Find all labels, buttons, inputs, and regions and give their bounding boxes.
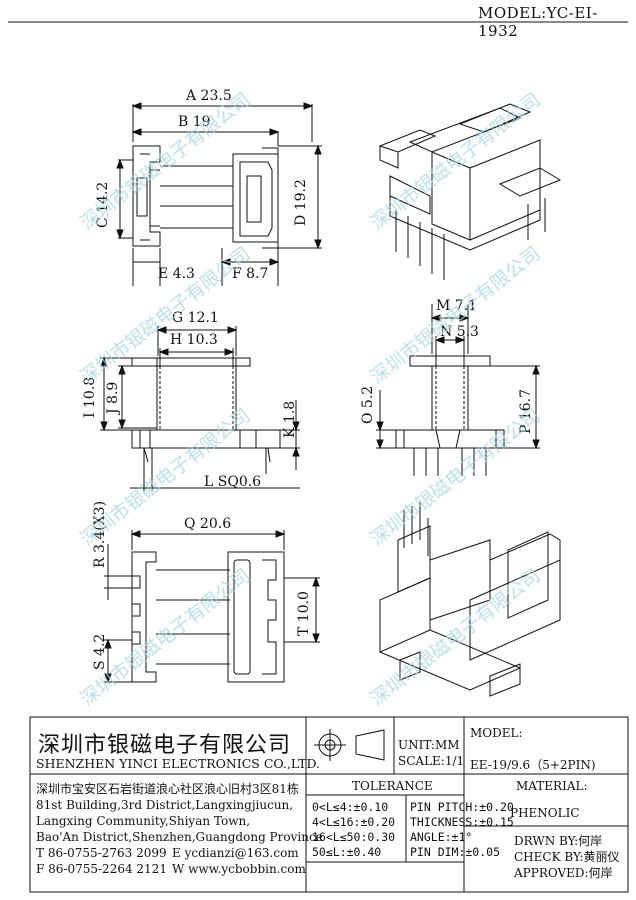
address-line: 深圳市宝安区石岩街道浪心社区浪心旧村3区81栋 (36, 782, 299, 796)
dim-j: J 8.9 (105, 381, 121, 414)
dim-e: E 4.3 (158, 266, 195, 282)
side-view (376, 304, 540, 476)
pin-row: PIN PITCH:±0.20 (410, 800, 514, 814)
dim-k: K 1.8 (282, 400, 298, 438)
bottom-view (104, 530, 320, 684)
dim-t: T 10.0 (296, 591, 312, 636)
dim-m: M 7.1 (436, 298, 478, 314)
pin-row: ANGLE:±1° (410, 830, 473, 844)
dim-o: O 5.2 (360, 385, 376, 424)
tolerance-title: TOLERANCE (352, 779, 433, 793)
fax: F 86-0755-2264 2121 (36, 862, 167, 876)
dim-b: B 19 (178, 114, 211, 130)
tolerance-row: 4<L≤16:±0.20 (312, 815, 396, 829)
model-value: EE-19/9.6（5+2PIN) (470, 758, 596, 772)
tel: T 86-0755-2763 2099 (36, 846, 167, 860)
address-line: Bao'An District,Shenzhen,Guangdong Provi… (36, 830, 323, 844)
dim-l: L SQ0.6 (204, 474, 262, 490)
address-line: 81st Building,3rd District,Langxingjiucu… (36, 798, 294, 812)
material-value: PHENOLIC (510, 806, 580, 820)
address-line: Langxing Community,Shiyan Town, (36, 814, 251, 828)
pin-row: THICKNESS:±0.15 (410, 815, 514, 829)
company-name-cn: 深圳市银磁电子有限公司 (38, 733, 292, 758)
email: E ycdianzi@163.com (172, 846, 299, 860)
scale-label: SCALE:1/1 (398, 754, 465, 768)
dim-d: D 19.2 (293, 179, 309, 226)
dim-a: A 23.5 (186, 88, 232, 104)
top-view (116, 102, 322, 286)
website: W www.ycbobbin.com (172, 862, 306, 876)
tolerance-row: 0<L≤4:±0.10 (312, 800, 389, 814)
material-label: MATERIAL: (516, 779, 588, 793)
drawn-by: DRWN BY:何岸 (514, 834, 603, 848)
tolerance-row: 50≤L:±0.40 (312, 845, 382, 859)
title-block-frame (29, 716, 629, 893)
front-view (100, 326, 300, 492)
approved-by: APPROVED:何岸 (514, 866, 613, 880)
dim-g: G 12.1 (172, 310, 219, 326)
unit-label: UNIT:MM (398, 738, 460, 752)
dim-h: H 10.3 (170, 332, 218, 348)
tolerance-row: 16<L≤50:0.30 (312, 830, 396, 844)
iso-view-bottom (379, 502, 561, 697)
pin-row: PIN DIM:±0.05 (410, 845, 501, 859)
model-label: MODEL: (470, 726, 523, 740)
company-name-en: SHENZHEN YINCI ELECTRONICS CO.,LTD. (36, 756, 321, 771)
model-header: MODEL:YC-EI-1932 (478, 4, 598, 40)
dim-f: F 8.7 (232, 266, 269, 282)
dim-n: N 5.3 (440, 324, 479, 340)
dim-q: Q 20.6 (184, 516, 232, 532)
iso-view-top (378, 103, 562, 280)
checked-by: CHECK BY:黄丽仪 (514, 850, 620, 864)
